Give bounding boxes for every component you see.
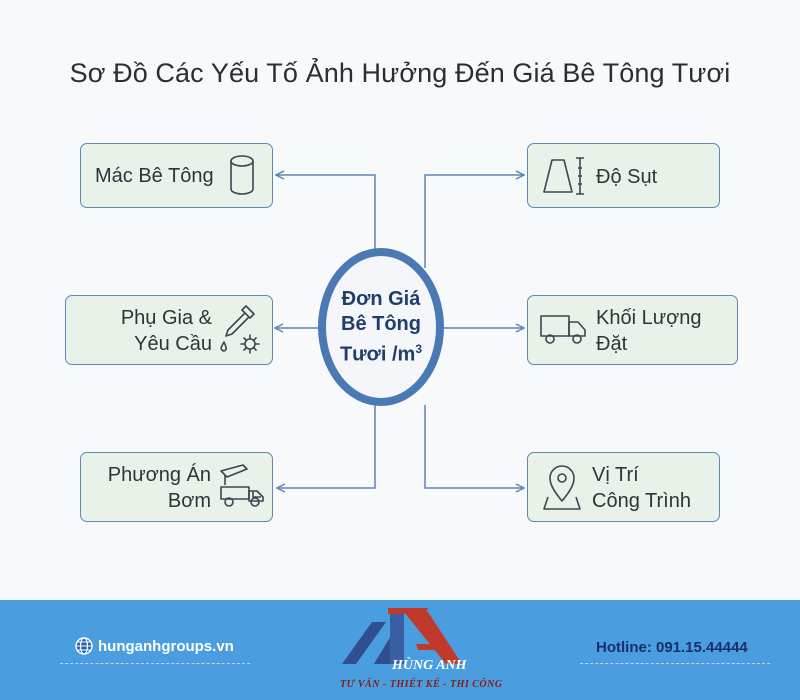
factor-phugia-line1: Phụ Gia & [120, 307, 212, 329]
location-pin-icon [543, 465, 581, 510]
divider-right [580, 663, 770, 664]
website-link[interactable]: hunganhgroups.vn [74, 636, 234, 656]
factor-phugia-line2: Yêu Cầu [134, 333, 212, 355]
factor-phuongan-line2: Bơm [167, 490, 211, 512]
pump-truck-icon [220, 464, 264, 507]
factor-do-sut: Độ Sụt [527, 143, 720, 208]
factor-mac-be-tong: Mác Bê Tông [80, 143, 273, 208]
truck-icon [540, 315, 586, 344]
center-line1: Đơn Giá [341, 287, 421, 310]
connector-dosut [424, 175, 524, 268]
divider-left [60, 663, 250, 664]
factor-phu-gia: Phụ Gia & Yêu Cầu [65, 295, 273, 365]
connector-lines [0, 0, 800, 600]
footer-banner: hunganhgroups.vn Hotline: 091.15.44444 H… [0, 600, 800, 700]
center-line3: Tươi /m3 [340, 337, 422, 368]
cylinder-icon [230, 155, 254, 195]
company-logo-icon [342, 608, 462, 664]
center-line2: Bê Tông [341, 312, 421, 335]
factor-vi-tri: Vị Trí Công Trình [527, 452, 720, 522]
brand-slogan: TƯ VẤN - THIẾT KẾ - THI CÔNG [340, 679, 503, 690]
factor-phuongan-line1: Phương Án [107, 464, 211, 486]
center-line3-text: Tươi /m [339, 343, 416, 366]
factor-dosut-label: Độ Sụt [596, 166, 658, 188]
brand-name: HÙNG ANH [392, 658, 467, 673]
center-superscript: 3 [415, 341, 423, 356]
connector-mac [276, 175, 376, 268]
slump-cone-icon [543, 157, 584, 195]
factor-vitri-line2: Công Trình [592, 490, 691, 512]
diagram-title: Sơ Đồ Các Yếu Tố Ảnh Hưởng Đến Giá Bê Tô… [69, 58, 731, 88]
factor-mac-label: Mác Bê Tông [95, 165, 214, 187]
factor-khoiluong-line1: Khối Lượng [596, 307, 702, 329]
connector-vitri [424, 405, 524, 488]
connector-phuongan [277, 405, 376, 488]
factor-vitri-line1: Vị Trí [592, 464, 639, 486]
center-circle: Đơn Giá Bê Tông Tươi /m3 [318, 248, 444, 406]
factor-khoiluong-line2: Đặt [596, 333, 628, 355]
hotline-text: Hotline: 091.15.44444 [596, 639, 748, 656]
website-text: hunganhgroups.vn [98, 637, 234, 655]
dropper-gear-icon [220, 305, 260, 354]
factor-khoi-luong: Khối Lượng Đặt [527, 295, 738, 365]
globe-icon [75, 637, 93, 655]
factor-phuong-an-bom: Phương Án Bơm [80, 452, 273, 522]
center-node: Đơn Giá Bê Tông Tươi /m3 [318, 248, 444, 406]
